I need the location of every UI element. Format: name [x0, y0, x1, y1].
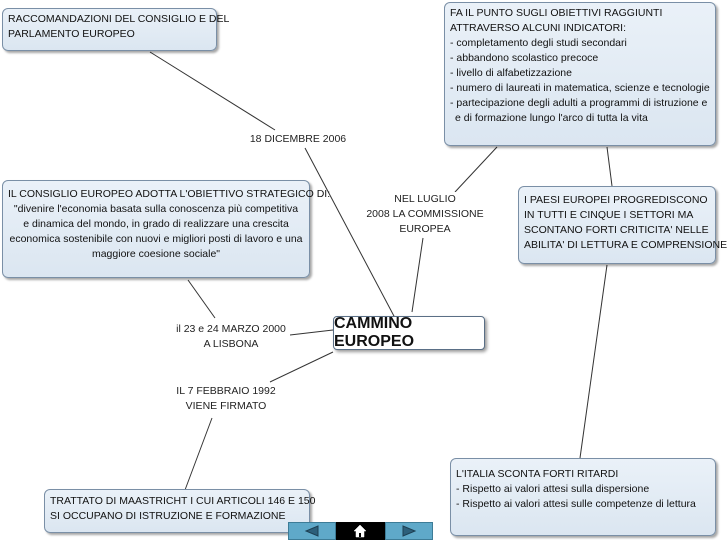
node-text: ABILITA' DI LETTURA E COMPRENSIONE: [524, 239, 727, 251]
node-obiettivo[interactable]: IL CONSIGLIO EUROPEO ADOTTA L'OBIETTIVO …: [2, 180, 331, 278]
node-text: - numero di laureati in matematica, scie…: [450, 82, 710, 94]
node-text: IN TUTTI E CINQUE I SETTORI MA: [524, 209, 694, 221]
link-label-text: A LISBONA: [203, 338, 259, 350]
link-raccomandazioni-dicembre: [149, 51, 276, 131]
link-label-dicembre: 18 DICEMBRE 2006: [248, 132, 348, 147]
previous-slide-button[interactable]: [288, 522, 337, 540]
link-label-text: 2008 LA COMMISSIONE: [366, 208, 484, 220]
node-text: economica sostenibile con nuovi e miglio…: [9, 233, 303, 245]
node-text: SCONTANO FORTI CRITICITA' NELLE: [524, 224, 709, 236]
home-icon: [353, 524, 368, 538]
central-topic-title: CAMMINO EUROPEO: [334, 315, 415, 350]
link-indicatori-paesi: [606, 146, 613, 187]
link-label-marzo: il 23 e 24 MARZO 2000 A LISBONA: [172, 322, 290, 352]
link-dicembre-center: [304, 147, 396, 319]
link-luglio-center: [411, 237, 424, 313]
node-text: - Rispetto ai valori attesi sulle compet…: [456, 498, 696, 510]
node-text: TRATTATO DI MAASTRICHT I CUI ARTICOLI 14…: [50, 495, 316, 507]
link-label-text: il 23 e 24 MARZO 2000: [176, 323, 286, 335]
slide-navigation-bar: [288, 522, 433, 540]
node-text: - Rispetto ai valori attesi sulla disper…: [456, 483, 650, 495]
node-italia[interactable]: L'ITALIA SCONTA FORTI RITARDI - Rispetto…: [450, 458, 716, 536]
link-label-text: NEL LUGLIO: [394, 193, 456, 205]
node-text: PARLAMENTO EUROPEO: [8, 28, 135, 40]
node-text: SI OCCUPANO DI ISTRUZIONE E FORMAZIONE: [50, 510, 286, 522]
link-center-febbraio: [269, 351, 334, 383]
link-febbraio-maastricht: [184, 417, 213, 491]
node-text: L'ITALIA SCONTA FORTI RITARDI: [456, 468, 619, 480]
link-label-text: EUROPEA: [399, 223, 451, 235]
link-obiettivo-marzo: [187, 279, 216, 319]
node-text: - completamento degli studi secondari: [450, 37, 627, 49]
node-text: RACCOMANDAZIONI DEL CONSIGLIO E DEL: [8, 13, 230, 25]
node-text: "divenire l'economia basata sulla conosc…: [13, 203, 299, 215]
node-text: ATTRAVERSO ALCUNI INDICATORI:: [450, 22, 626, 34]
node-indicatori[interactable]: FA IL PUNTO SUGLI OBIETTIVI RAGGIUNTI AT…: [444, 2, 716, 146]
node-text: IL CONSIGLIO EUROPEO ADOTTA L'OBIETTIVO …: [8, 188, 331, 200]
triangle-right-icon: [402, 525, 417, 537]
node-text: maggiore coesione sociale": [91, 248, 221, 260]
next-slide-button[interactable]: [384, 522, 433, 540]
node-paesi[interactable]: I PAESI EUROPEI PROGREDISCONO IN TUTTI E…: [518, 186, 727, 264]
link-label-febbraio: IL 7 FEBBRAIO 1992 VIENE FIRMATO: [166, 384, 286, 414]
link-label-text: 18 DICEMBRE 2006: [249, 133, 347, 145]
node-text: e dinamica del mondo, in grado di realiz…: [23, 218, 289, 230]
link-label-text: IL 7 FEBBRAIO 1992: [176, 385, 276, 397]
home-button[interactable]: [336, 522, 385, 540]
link-label-luglio: NEL LUGLIO 2008 LA COMMISSIONE EUROPEA: [366, 192, 484, 237]
node-text: - partecipazione degli adulti a programm…: [450, 97, 708, 109]
node-text: FA IL PUNTO SUGLI OBIETTIVI RAGGIUNTI: [450, 7, 663, 19]
node-raccomandazioni[interactable]: RACCOMANDAZIONI DEL CONSIGLIO E DEL PARL…: [2, 8, 230, 51]
node-text: e di formazione lungo l'arco di tutta la…: [455, 112, 648, 124]
link-paesi-italia: [579, 264, 608, 459]
link-indicatori-luglio: [454, 146, 498, 193]
node-text: - livello di alfabetizzazione: [450, 67, 572, 79]
node-maastricht[interactable]: TRATTATO DI MAASTRICHT I CUI ARTICOLI 14…: [44, 489, 316, 533]
link-label-text: VIENE FIRMATO: [185, 400, 267, 412]
link-marzo-center: [289, 329, 334, 336]
central-topic[interactable]: CAMMINO EUROPEO: [333, 315, 485, 350]
node-text: - abbandono scolastico precoce: [450, 52, 599, 64]
node-text: I PAESI EUROPEI PROGREDISCONO: [524, 194, 708, 206]
triangle-left-icon: [304, 525, 319, 537]
